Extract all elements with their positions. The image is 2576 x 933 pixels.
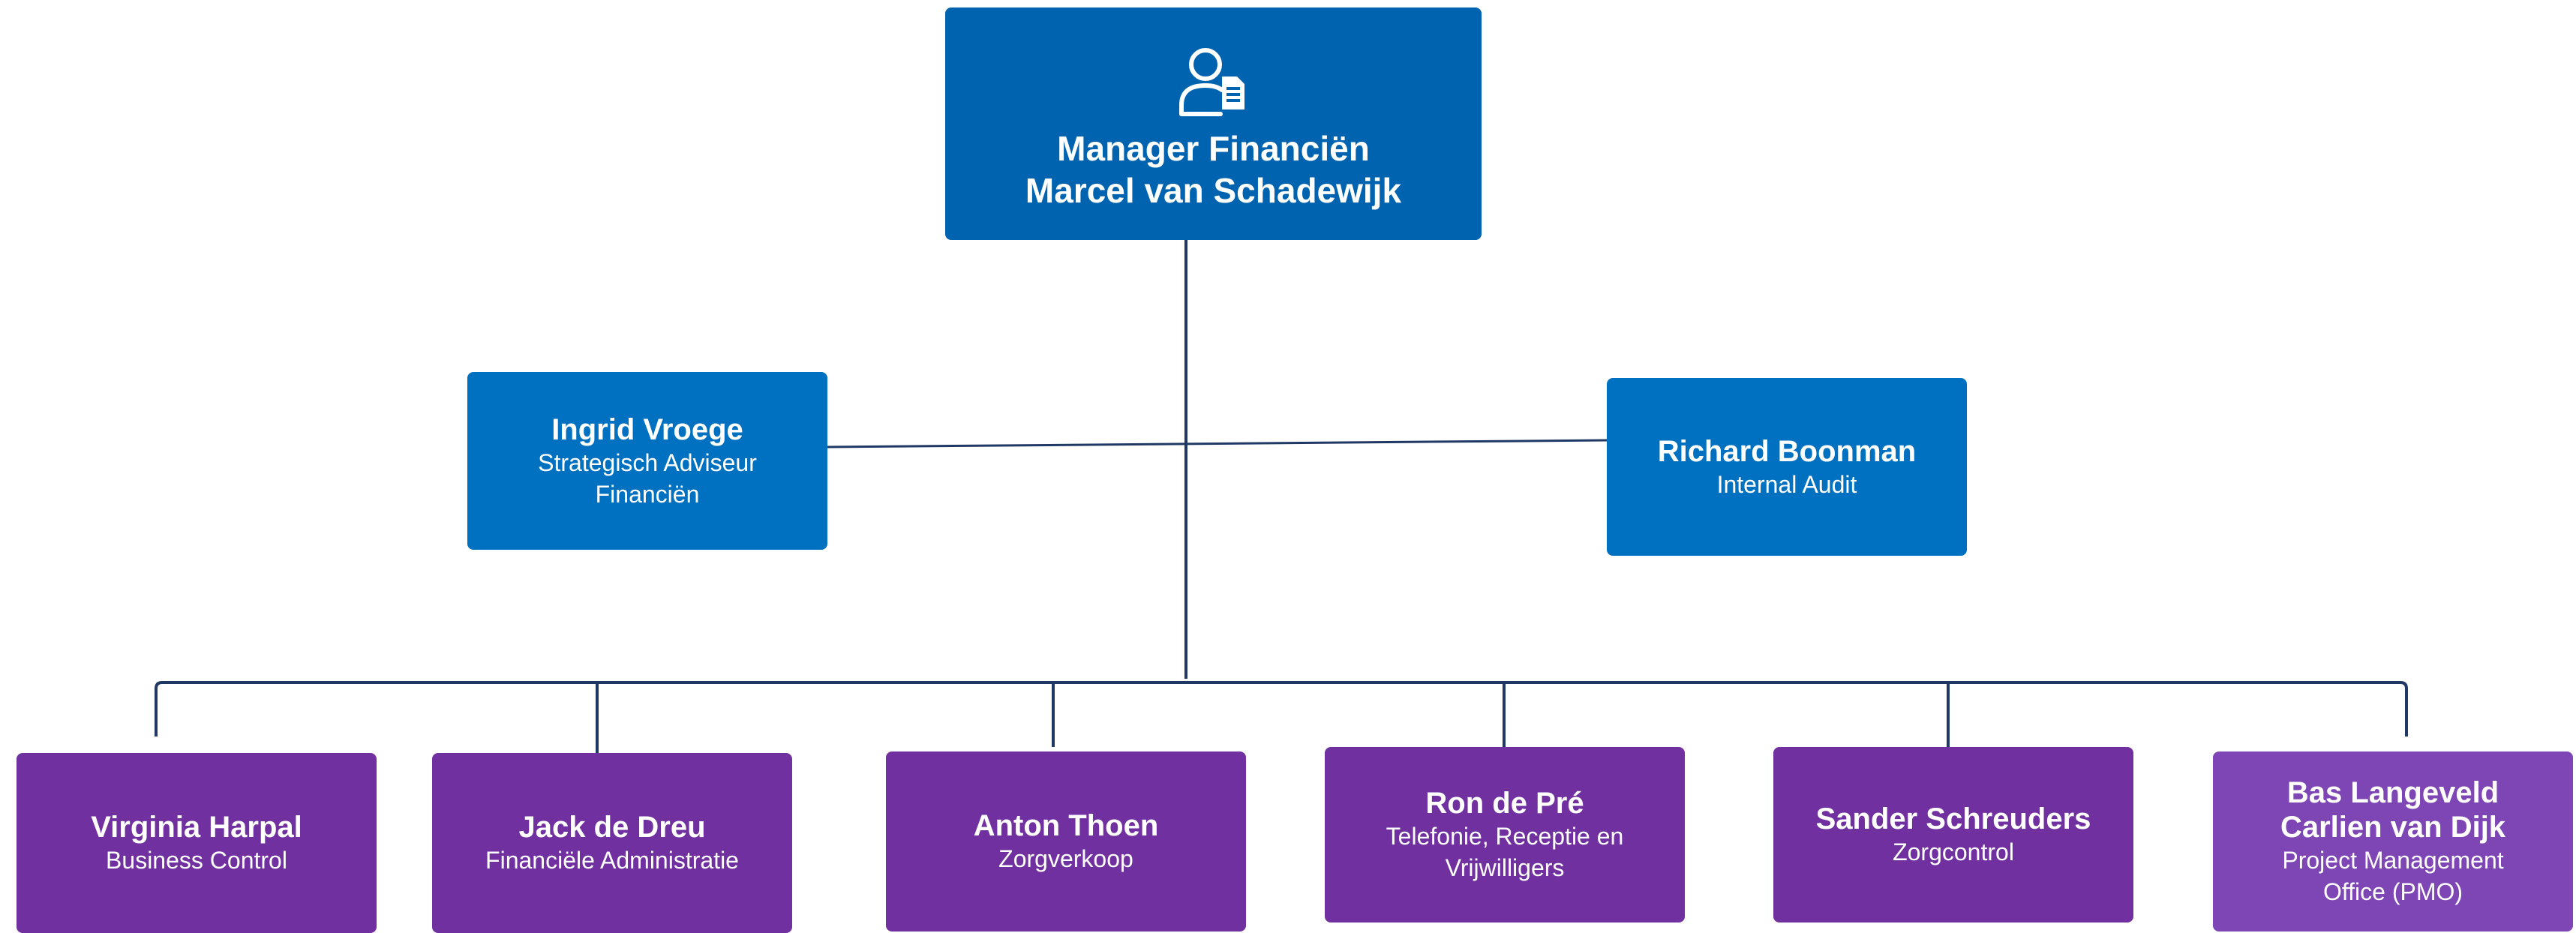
department-box-business-control: Virginia Harpal Business Control [17, 753, 377, 933]
department-role-line: Zorgcontrol [1893, 838, 2014, 866]
department-box-zorgcontrol: Sander Schreuders Zorgcontrol [1773, 747, 2133, 922]
staff-box-ingrid-vroege: Ingrid Vroege Strategisch Adviseur Finan… [467, 372, 827, 550]
department-name: Bas Langeveld [2286, 776, 2499, 809]
department-role-line: Financiële Administratie [485, 847, 739, 874]
staff-name: Richard Boonman [1657, 434, 1917, 468]
department-name: Jack de Dreu [518, 811, 706, 844]
manager-name: Marcel van Schadewijk [1025, 171, 1402, 210]
department-box-financiele-administratie: Jack de Dreu Financiële Administratie [432, 753, 792, 933]
department-name: Carlien van Dijk [2280, 811, 2506, 844]
connector-department-bus [155, 681, 2408, 736]
manager-box: Manager Financiën Marcel van Schadewijk [945, 8, 1482, 240]
manager-title: Manager Financiën [1057, 129, 1370, 168]
department-role-line: Office (PMO) [2322, 878, 2463, 905]
department-role-line: Zorgverkoop [998, 845, 1133, 872]
department-name: Virginia Harpal [91, 811, 302, 844]
department-role-line: Project Management [2282, 847, 2504, 874]
department-name: Anton Thoen [973, 809, 1159, 842]
staff-role-line: Financiën [595, 480, 700, 508]
department-role-line: Business Control [106, 847, 287, 874]
staff-box-richard-boonman: Richard Boonman Internal Audit [1607, 378, 1967, 556]
department-box-zorgverkoop: Anton Thoen Zorgverkoop [886, 752, 1246, 932]
person-document-icon [1178, 48, 1244, 116]
department-role-line: Telefonie, Receptie en [1386, 823, 1624, 850]
staff-role-line: Strategisch Adviseur [538, 448, 757, 476]
staff-role-line: Internal Audit [1716, 470, 1857, 498]
staff-name: Ingrid Vroege [551, 412, 743, 446]
department-box-pmo: Bas Langeveld Carlien van Dijk Project M… [2213, 752, 2573, 932]
connector-staff-line [827, 439, 1608, 448]
department-name: Sander Schreuders [1815, 802, 2091, 836]
department-box-telefonie: Ron de Pré Telefonie, Receptie en Vrijwi… [1325, 747, 1685, 922]
department-role-line: Vrijwilligers [1445, 854, 1565, 881]
department-name: Ron de Pré [1425, 787, 1584, 820]
